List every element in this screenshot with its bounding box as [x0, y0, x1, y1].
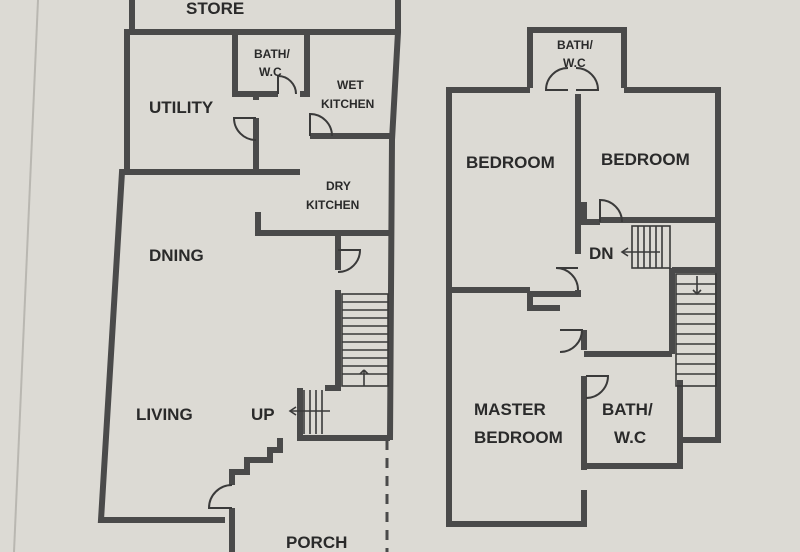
room-label-living: LIVING	[136, 405, 193, 424]
room-label-ground-bath-2: W.C	[259, 65, 282, 79]
up-stair-arrow	[288, 390, 330, 434]
room-label-first-bath-2: W.C	[563, 56, 586, 70]
stair-enclosure	[297, 233, 390, 441]
ground-outer-wall-right	[387, 0, 401, 441]
room-label-master-1: MASTER	[474, 400, 546, 419]
wet-kitchen-door	[309, 112, 333, 137]
ground-floor-plan: STORE BATH/ W.C UTILITY WET KITCHEN DRY …	[97, 0, 401, 552]
label-dn: DN	[589, 244, 614, 263]
room-label-bedroom-right: BEDROOM	[601, 150, 690, 169]
room-label-porch: PORCH	[286, 533, 347, 552]
label-up: UP	[251, 405, 275, 424]
page-edge	[13, 0, 39, 552]
dry-kitchen-counter	[255, 212, 392, 236]
utility-door	[232, 117, 257, 141]
porch-steps-wall	[229, 438, 283, 552]
room-label-first-bath-1: BATH/	[557, 38, 593, 52]
ground-bath-door	[277, 74, 297, 95]
room-label-bedroom-left: BEDROOM	[466, 153, 555, 172]
bedroom-divider	[527, 94, 581, 311]
first-stairwell-wall	[680, 220, 721, 443]
first-stairs-main	[675, 273, 717, 387]
ground-stairs	[341, 293, 389, 387]
room-label-utility: UTILITY	[149, 98, 214, 117]
bedroom-right-door	[599, 198, 623, 223]
first-bath-door-right	[575, 67, 600, 91]
room-label-ground-bath-1: BATH/	[254, 47, 290, 61]
bedroom-left-door	[555, 267, 579, 291]
room-label-bath2-1: BATH/	[602, 400, 653, 419]
room-label-dry-kitchen-2: KITCHEN	[306, 198, 359, 212]
room-label-wet-kitchen-1: WET	[337, 78, 364, 92]
room-label-master-2: BEDROOM	[474, 428, 563, 447]
room-label-store: STORE	[186, 0, 244, 18]
room-label-bath2-2: W.C	[614, 428, 646, 447]
bedroom-right-bottom-wall	[581, 202, 718, 225]
room-label-dining: DNING	[149, 246, 204, 265]
master-door	[559, 329, 584, 353]
landing-walls	[584, 268, 675, 357]
room-label-dry-kitchen-1: DRY	[326, 179, 351, 193]
porch-door	[207, 484, 233, 509]
first-bath-door-left	[544, 67, 569, 91]
room-label-wet-kitchen-2: KITCHEN	[321, 97, 374, 111]
utility-walls	[127, 94, 300, 175]
first-stairs-upper	[620, 225, 671, 269]
ground-bath-walls	[232, 32, 310, 97]
bath2-door	[585, 375, 610, 399]
first-floor-plan: BATH/ W.C BEDROOM BEDROOM DN MASTER BEDR…	[446, 27, 721, 527]
stair-door	[337, 249, 362, 273]
first-bath-walls	[527, 27, 627, 88]
